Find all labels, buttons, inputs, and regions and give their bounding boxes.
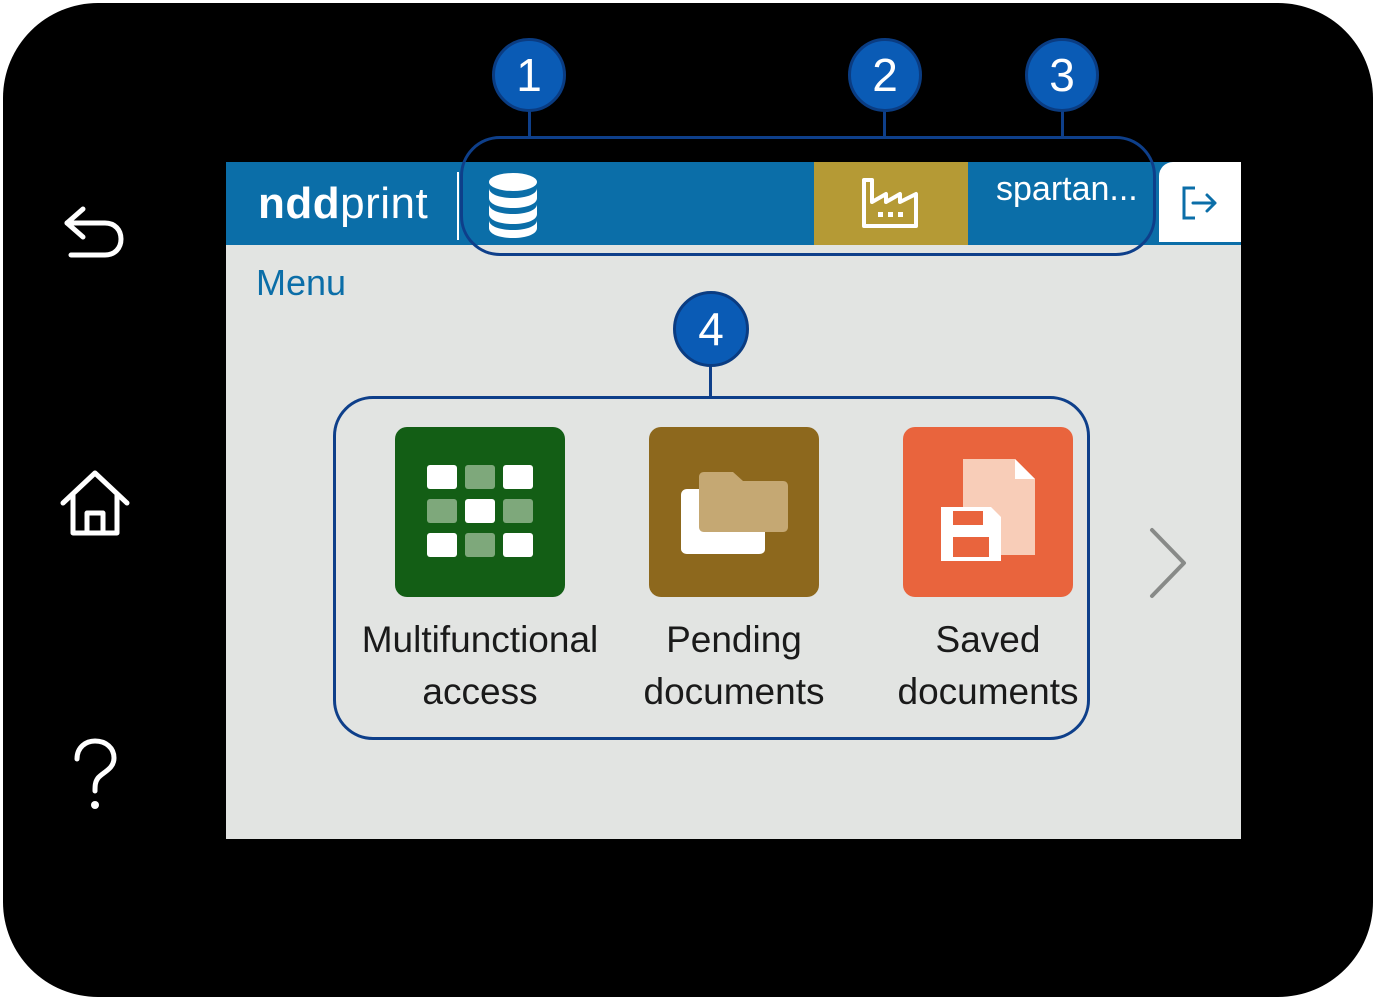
back-arrow-icon: [64, 206, 124, 258]
callout-line-4: [709, 352, 712, 398]
header-bar: nddprint spartan...: [226, 162, 1241, 245]
tile-label-line1: Multifunctional: [361, 619, 599, 660]
menu-title: Menu: [256, 262, 347, 303]
tile-icon-box: [903, 427, 1073, 597]
tile-label: Pending documents: [589, 614, 879, 718]
callout-badge-4: 4: [673, 291, 749, 367]
tile-label: Saved documents: [843, 614, 1133, 718]
callout-badge-2: 2: [848, 38, 922, 112]
user-name[interactable]: spartan...: [996, 170, 1138, 208]
callout-line-3: [1061, 100, 1064, 138]
home-button[interactable]: [53, 461, 137, 545]
tile-label-line1: Pending: [666, 619, 802, 660]
back-button[interactable]: [53, 189, 137, 273]
tile-label-line2: access: [422, 671, 538, 712]
tile-label-line2: documents: [643, 671, 825, 712]
callout-badge-3: 3: [1025, 38, 1099, 112]
nddprint-logo: nddprint: [258, 176, 428, 232]
factory-button[interactable]: [814, 162, 968, 245]
database-button[interactable]: [481, 168, 551, 240]
factory-icon: [862, 178, 918, 228]
tile-label-line2: documents: [897, 671, 1079, 712]
callout-line-1: [528, 100, 531, 138]
next-page-button[interactable]: [1144, 524, 1194, 602]
tile-icon-box: [649, 427, 819, 597]
header-divider: [457, 172, 459, 240]
callout-badge-1: 1: [492, 38, 566, 112]
header-callout-outline: [460, 136, 1156, 256]
save-document-icon: [941, 459, 1035, 561]
tile-label: Multifunctional access: [335, 614, 625, 718]
logo-light-part: print: [340, 179, 429, 228]
logo-bold-part: ndd: [258, 179, 341, 228]
help-button[interactable]: [53, 733, 137, 817]
multifunctional-access-tile[interactable]: Multifunctional access: [362, 427, 598, 712]
logout-button[interactable]: [1159, 162, 1241, 242]
database-icon: [489, 173, 537, 238]
tile-icon-box: [395, 427, 565, 597]
chevron-right-icon: [1150, 528, 1186, 598]
home-icon: [60, 470, 130, 536]
callout-line-2: [883, 100, 886, 138]
header-underline: [1159, 242, 1241, 245]
folders-icon: [681, 472, 788, 554]
saved-documents-tile[interactable]: Saved documents: [898, 427, 1079, 712]
logout-icon: [1182, 186, 1217, 220]
grid-icon: [427, 465, 533, 557]
tile-label-line1: Saved: [935, 619, 1041, 660]
menu-callout-outline: [333, 396, 1090, 740]
question-mark-icon: [74, 738, 117, 809]
pending-documents-tile[interactable]: Pending documents: [644, 427, 825, 712]
